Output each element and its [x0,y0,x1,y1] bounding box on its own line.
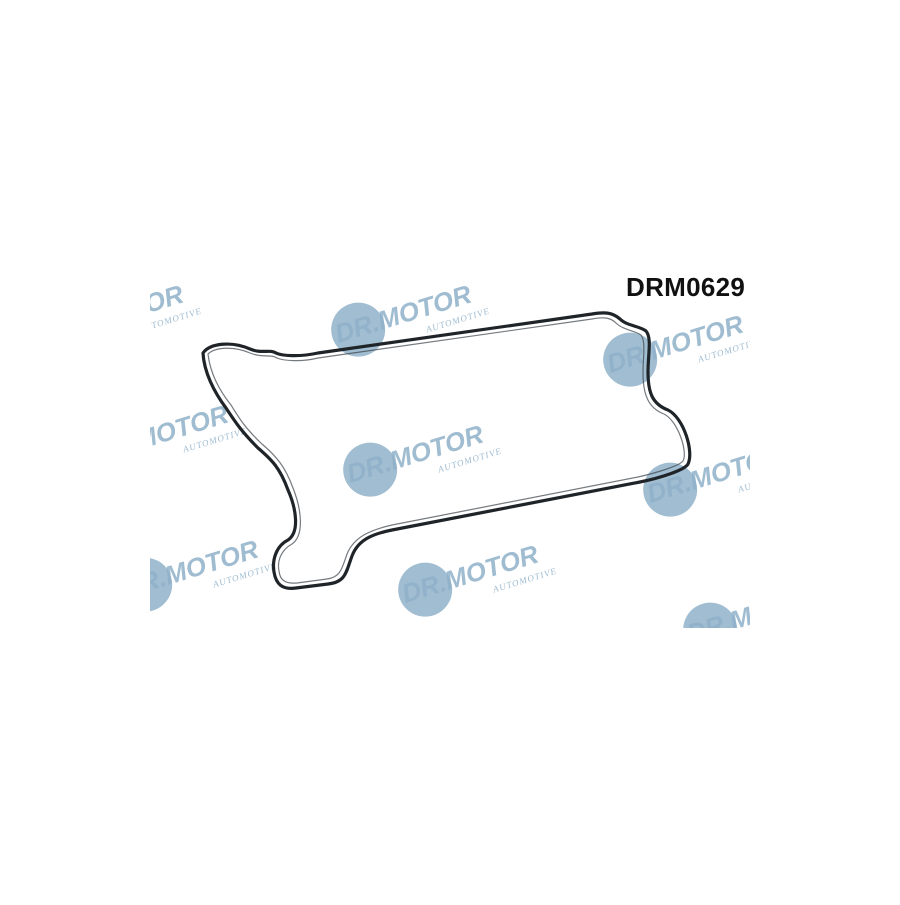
watermark-circle [683,602,738,628]
gasket-outline [201,311,692,590]
watermark-circle [398,562,453,617]
watermark-circle [643,462,698,517]
watermark-brand: DR.MOTOR [118,534,262,604]
watermark-circle [150,557,173,612]
product-code-label: DRM0629 [626,272,746,302]
gasket-inner-edge [207,317,685,584]
watermark-brand: DR.MOTOR [88,399,232,469]
watermark-circle [36,296,103,363]
watermark-brand: DR.MOTOR [43,279,187,349]
watermark-circle [81,416,148,483]
watermark-brand: DR.MOTOR [643,439,787,509]
watermark-subtitle: AUTOMOTIVE [776,606,843,635]
watermark-circle [331,302,386,357]
watermark-brand: DR.MOTOR [683,579,827,649]
watermark-circle [343,442,398,497]
valve-cover-gasket [201,311,692,590]
watermark-brand: DR.MOTOR [398,539,542,609]
watermark-brand: DR.MOTOR [343,419,487,489]
watermark-brand: DR.MOTOR [603,309,747,379]
